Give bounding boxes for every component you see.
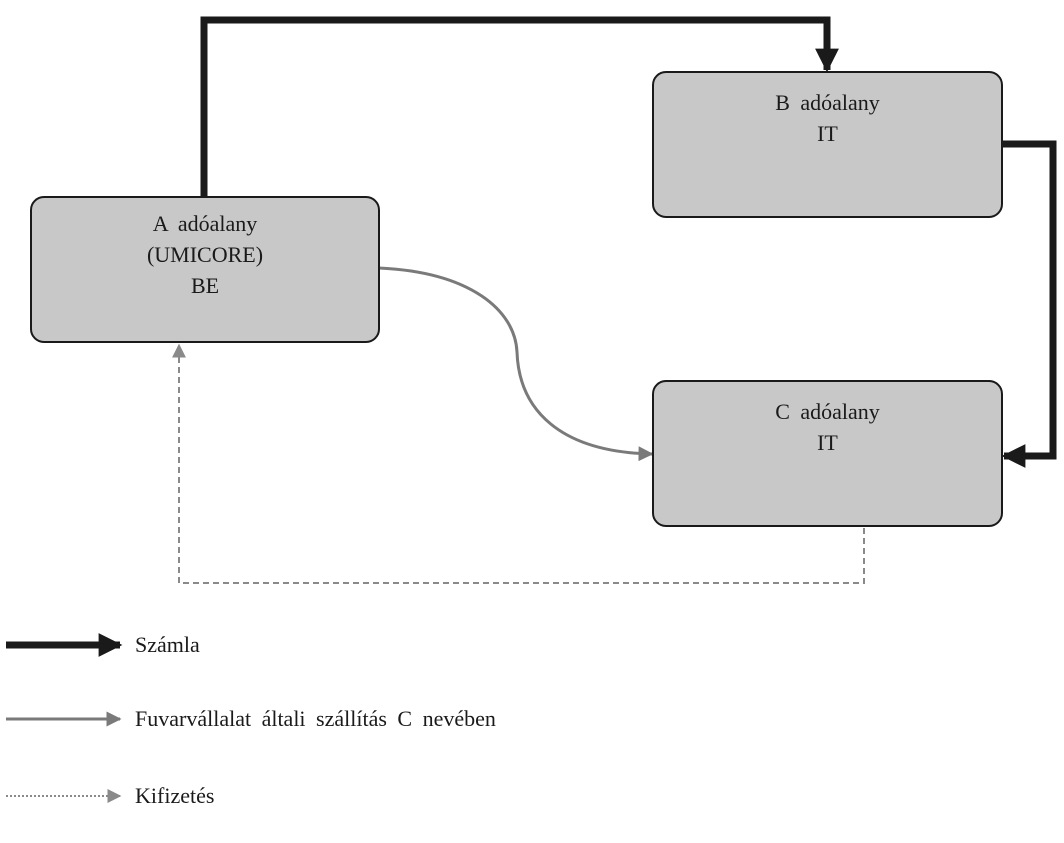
node-a-box: A adóalany (UMICORE) BE — [30, 196, 380, 343]
node-b-country: IT — [817, 121, 838, 146]
node-a-company: (UMICORE) — [146, 242, 264, 267]
invoice-arrow-b-to-c — [1001, 140, 1057, 468]
legend-invoice-label: Számla — [135, 632, 200, 657]
node-c-country: IT — [817, 430, 838, 455]
transport-arrow-a-to-c — [378, 266, 654, 462]
node-b-box: B adóalany IT — [652, 71, 1003, 218]
node-c-box: C adóalany IT — [652, 380, 1003, 527]
node-b-name: B adóalany — [775, 90, 880, 115]
node-c-name: C adóalany — [775, 399, 880, 424]
node-a-name: A adóalany — [152, 211, 258, 236]
node-a-country: BE — [190, 273, 220, 298]
legend-payment-label: Kifizetés — [135, 783, 215, 808]
legend-transport-label: Fuvarvállalat általi szállítás C nevében — [135, 706, 496, 731]
invoice-arrow-a-to-b — [200, 16, 839, 196]
